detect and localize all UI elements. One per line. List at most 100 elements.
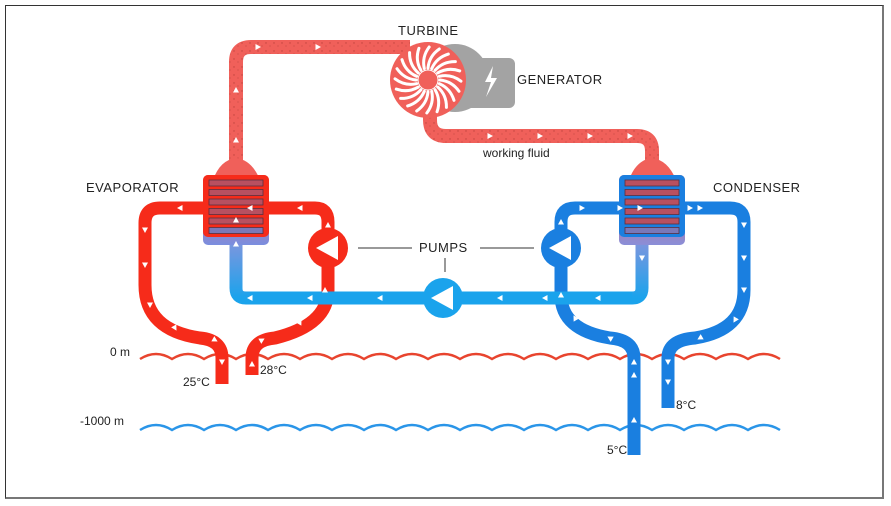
turbine-blade xyxy=(436,85,448,109)
flow-arrow-icon xyxy=(497,295,503,301)
turbine xyxy=(390,42,466,118)
pump-leader-lines xyxy=(358,247,534,272)
flow-arrow-icon xyxy=(697,334,704,340)
condenser-label: CONDENSER xyxy=(713,180,801,195)
exchanger-plate xyxy=(624,227,680,234)
exchanger-plate xyxy=(624,179,680,187)
turbine-blade xyxy=(399,88,423,100)
turbine-blade xyxy=(437,82,456,102)
flow-arrow-icon xyxy=(573,315,579,322)
flow-arrow-icon xyxy=(595,295,601,301)
temp-warm-out: 25°C xyxy=(183,375,210,389)
flow-arrow-icon xyxy=(322,287,328,293)
flow-arrow-icon xyxy=(665,379,671,385)
exchanger-plate xyxy=(624,189,680,196)
flow-arrow-icon xyxy=(297,205,303,211)
turbine-blade xyxy=(415,90,430,113)
flow-arrow-icon xyxy=(587,133,593,139)
turbine-blade xyxy=(408,51,420,75)
flow-arrow-icon xyxy=(171,324,177,331)
exchanger-plate xyxy=(208,179,264,187)
flow-arrow-icon xyxy=(377,295,383,301)
flow-arrow-icon xyxy=(325,222,331,228)
flow-arrow-icon xyxy=(247,205,253,211)
turbine-blade xyxy=(394,85,420,93)
turbine-blade xyxy=(395,67,418,82)
turbine-blade xyxy=(433,60,457,72)
generator-label: GENERATOR xyxy=(517,72,603,87)
condenser-cold-water-pipe xyxy=(554,201,751,455)
flow-arrow-icon xyxy=(741,287,747,293)
temp-cold-in: 5°C xyxy=(607,443,627,457)
exchanger-plate xyxy=(624,198,680,206)
condenser xyxy=(619,158,685,245)
flow-arrow-icon xyxy=(733,316,739,323)
exchanger-plate xyxy=(624,217,680,225)
pump-fluid xyxy=(423,278,463,318)
working-fluid-label: working fluid xyxy=(482,146,550,160)
surface-wave xyxy=(139,352,781,361)
flow-arrow-icon xyxy=(741,222,747,228)
flow-arrow-icon xyxy=(233,217,239,223)
flow-arrow-icon xyxy=(617,205,623,211)
turbine-blade xyxy=(422,45,431,71)
flow-arrow-icon xyxy=(233,137,239,143)
flow-arrow-icon xyxy=(579,205,585,211)
flow-arrow-icon xyxy=(631,359,637,365)
flow-arrow-icon xyxy=(147,302,153,308)
lightning-bolt-icon xyxy=(485,66,497,97)
turbine-blade xyxy=(393,77,419,86)
turbine-blade xyxy=(426,47,441,70)
flow-arrow-icon xyxy=(542,295,548,301)
turbine-blade xyxy=(437,74,463,83)
flow-arrow-icon xyxy=(607,336,614,342)
temp-cold-out: 8°C xyxy=(676,398,696,412)
flow-arrow-icon xyxy=(487,133,493,139)
flow-arrow-icon xyxy=(558,292,564,298)
flow-arrow-icon xyxy=(558,219,564,225)
pumps-label: PUMPS xyxy=(419,240,468,255)
depth-surface-label: 0 m xyxy=(110,345,130,359)
flow-arrow-icon xyxy=(631,372,637,378)
turbine-blade xyxy=(400,58,419,78)
flow-arrow-icon xyxy=(177,205,183,211)
flow-arrow-icon xyxy=(211,336,218,342)
flow-arrows xyxy=(142,44,747,423)
flow-arrow-icon xyxy=(249,361,255,367)
turbine-blade xyxy=(436,67,462,75)
turbine-blade xyxy=(425,89,434,115)
evaporator-label: EVAPORATOR xyxy=(86,180,179,195)
exchanger-plate xyxy=(208,198,264,206)
temp-warm-in: 28°C xyxy=(260,363,287,377)
turbine-blade xyxy=(438,78,461,93)
flow-arrow-icon xyxy=(296,319,302,326)
pump-cold xyxy=(541,228,581,268)
flow-arrow-icon xyxy=(258,338,265,344)
flow-arrow-icon xyxy=(233,87,239,93)
flow-arrow-icon xyxy=(637,205,643,211)
flow-arrow-icon xyxy=(247,295,253,301)
flow-arrow-icon xyxy=(639,255,645,261)
turbine-blade xyxy=(415,46,423,72)
flow-arrow-icon xyxy=(142,227,148,233)
flow-arrow-icon xyxy=(255,44,261,50)
flow-arrow-icon xyxy=(627,133,633,139)
depth-deep-label: -1000 m xyxy=(80,414,124,428)
exchanger-plate xyxy=(624,208,680,215)
flow-arrow-icon xyxy=(687,205,693,211)
flow-arrow-icon xyxy=(219,359,225,365)
flow-arrow-icon xyxy=(233,241,239,247)
flow-arrow-icon xyxy=(537,133,543,139)
exchanger-plate xyxy=(208,189,264,196)
flow-arrow-icon xyxy=(631,417,637,423)
pump-warm xyxy=(308,228,348,268)
flow-arrow-icon xyxy=(142,262,148,268)
turbine-blade xyxy=(430,52,450,71)
flow-arrow-icon xyxy=(307,295,313,301)
flow-arrow-icon xyxy=(665,359,671,365)
flow-arrow-icon xyxy=(315,44,321,50)
exchanger-plate xyxy=(208,227,264,234)
exchanger-plate xyxy=(208,208,264,215)
flow-arrow-icon xyxy=(697,205,703,211)
